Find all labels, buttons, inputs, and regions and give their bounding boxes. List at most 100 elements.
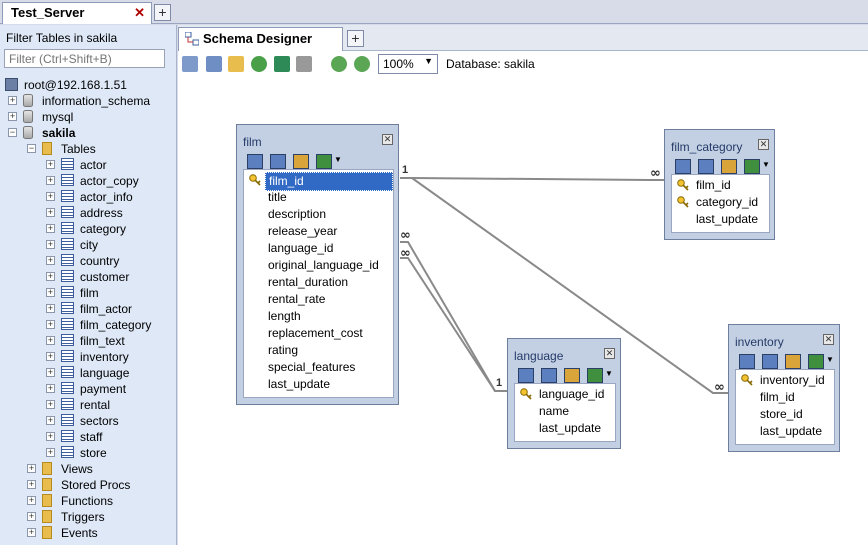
tree-table-actor-info[interactable]: +actor_info <box>0 189 177 205</box>
add-all-tables-icon[interactable] <box>206 56 222 72</box>
chevron-down-icon[interactable]: ▼ <box>334 155 342 164</box>
field-row[interactable]: language_id <box>244 240 393 257</box>
tree-table-film-text[interactable]: +film_text <box>0 333 177 349</box>
expand-icon[interactable]: + <box>46 351 55 361</box>
field-row[interactable]: name <box>515 403 615 420</box>
print-icon[interactable] <box>296 56 312 72</box>
field-row[interactable]: store_id <box>736 406 834 423</box>
manage-indexes-icon[interactable] <box>541 368 557 383</box>
tree-table-film-actor[interactable]: +film_actor <box>0 301 177 317</box>
connection-tab[interactable]: Test_Server ✕ <box>2 2 152 24</box>
insert-row-icon[interactable] <box>744 159 760 174</box>
expand-icon[interactable]: + <box>46 335 55 345</box>
tree-table-city[interactable]: +city <box>0 237 177 253</box>
tree-table-language[interactable]: +language <box>0 365 177 381</box>
chevron-down-icon[interactable]: ▼ <box>605 369 613 378</box>
manage-indexes-icon[interactable] <box>270 154 286 169</box>
tree-table-actor[interactable]: +actor <box>0 157 177 173</box>
expand-icon[interactable]: + <box>46 367 55 377</box>
expand-icon[interactable]: + <box>27 463 36 473</box>
tree-table-film[interactable]: +film <box>0 285 177 301</box>
close-icon[interactable]: ✕ <box>604 348 615 359</box>
relation-film-language-1[interactable] <box>400 241 507 392</box>
insert-row-icon[interactable] <box>316 154 332 169</box>
chevron-down-icon[interactable]: ▼ <box>826 355 834 364</box>
tree-table-staff[interactable]: +staff <box>0 429 177 445</box>
tree-folder-triggers[interactable]: +Triggers <box>0 509 177 525</box>
tree-folder-functions[interactable]: +Functions <box>0 493 177 509</box>
filter-input[interactable] <box>4 49 165 68</box>
edit-table-icon[interactable] <box>247 154 263 169</box>
close-icon[interactable]: ✕ <box>134 5 145 20</box>
field-row[interactable]: title <box>244 189 393 206</box>
expand-icon[interactable]: + <box>46 271 55 281</box>
tree-table-actor-copy[interactable]: +actor_copy <box>0 173 177 189</box>
expand-icon[interactable]: + <box>46 223 55 233</box>
tree-table-address[interactable]: +address <box>0 205 177 221</box>
manage-indexes-icon[interactable] <box>698 159 714 174</box>
expand-icon[interactable]: + <box>46 383 55 393</box>
close-icon[interactable]: ✕ <box>823 334 834 345</box>
expand-icon[interactable]: + <box>46 207 55 217</box>
relationships-icon[interactable] <box>293 154 309 169</box>
expand-icon[interactable]: + <box>8 95 17 105</box>
field-row[interactable]: film_id <box>672 177 769 194</box>
open-folder-icon[interactable] <box>228 56 244 72</box>
field-row[interactable]: special_features <box>244 359 393 376</box>
field-row[interactable]: rating <box>244 342 393 359</box>
field-row[interactable]: film_id <box>244 172 393 191</box>
expand-icon[interactable]: + <box>46 431 55 441</box>
expand-icon[interactable]: + <box>46 191 55 201</box>
tree-table-inventory[interactable]: +inventory <box>0 349 177 365</box>
field-row[interactable]: length <box>244 308 393 325</box>
relationships-icon[interactable] <box>721 159 737 174</box>
field-row[interactable]: category_id <box>672 194 769 211</box>
field-row[interactable]: last_update <box>672 211 769 228</box>
expand-icon[interactable]: + <box>8 111 17 121</box>
expand-icon[interactable]: + <box>46 287 55 297</box>
field-row[interactable]: film_id <box>736 389 834 406</box>
expand-icon[interactable]: + <box>27 527 36 537</box>
tab-schema-designer[interactable]: Schema Designer <box>178 27 343 51</box>
field-row[interactable]: rental_rate <box>244 291 393 308</box>
add-tab-button[interactable]: + <box>154 4 171 21</box>
expand-icon[interactable]: + <box>27 511 36 521</box>
field-row[interactable]: rental_duration <box>244 274 393 291</box>
field-row[interactable]: description <box>244 206 393 223</box>
zoom-select[interactable]: 100% ▼ <box>378 54 438 74</box>
close-icon[interactable]: ✕ <box>382 134 393 145</box>
expand-icon[interactable]: + <box>46 175 55 185</box>
expand-icon[interactable]: + <box>46 399 55 409</box>
zoom-out-icon[interactable] <box>354 56 370 72</box>
tree-db-mysql[interactable]: +mysql <box>0 109 177 125</box>
collapse-icon[interactable]: − <box>8 127 17 137</box>
expand-icon[interactable]: + <box>27 495 36 505</box>
expand-icon[interactable]: + <box>46 319 55 329</box>
add-tab-button[interactable]: + <box>347 30 364 47</box>
tree-db-information-schema[interactable]: +information_schema <box>0 93 177 109</box>
tree-db-sakila[interactable]: −sakila <box>0 125 177 141</box>
chevron-down-icon[interactable]: ▼ <box>762 160 770 169</box>
zoom-in-icon[interactable] <box>331 56 347 72</box>
relation-film-film-category[interactable] <box>400 177 664 181</box>
field-row[interactable]: last_update <box>244 376 393 393</box>
field-row[interactable]: original_language_id <box>244 257 393 274</box>
tree-table-store[interactable]: +store <box>0 445 177 461</box>
close-icon[interactable]: ✕ <box>758 139 769 150</box>
edit-table-icon[interactable] <box>675 159 691 174</box>
field-row[interactable]: inventory_id <box>736 372 834 389</box>
tree-table-sectors[interactable]: +sectors <box>0 413 177 429</box>
tree-table-film-category[interactable]: +film_category <box>0 317 177 333</box>
expand-icon[interactable]: + <box>46 255 55 265</box>
relation-film-language-2[interactable] <box>400 257 507 392</box>
tree-table-payment[interactable]: +payment <box>0 381 177 397</box>
tree-folder-tables[interactable]: −Tables <box>0 141 177 157</box>
tree-table-customer[interactable]: +customer <box>0 269 177 285</box>
expand-icon[interactable]: + <box>46 415 55 425</box>
tree-folder-views[interactable]: +Views <box>0 461 177 477</box>
relation-film-inventory[interactable] <box>400 177 728 394</box>
field-row[interactable]: last_update <box>736 423 834 440</box>
